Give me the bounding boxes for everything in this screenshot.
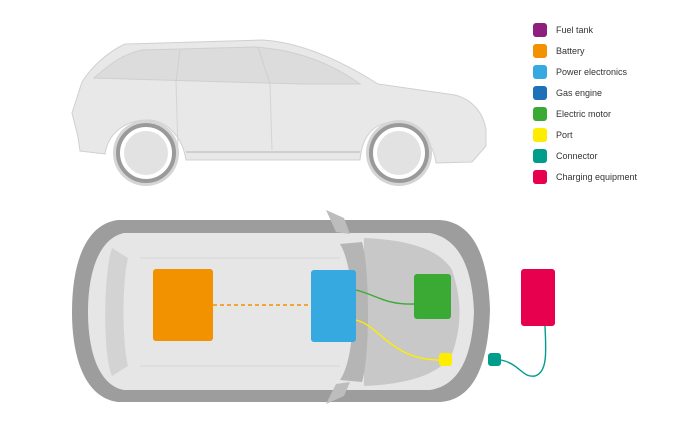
swatch-power-electronics [533, 64, 547, 79]
swatch-charging-equipment [533, 169, 547, 184]
connector-block [488, 353, 501, 366]
charging-equipment-block [521, 269, 555, 326]
legend-label: Fuel tank [556, 24, 594, 35]
car-side-windows [92, 46, 362, 85]
car-side-door-line [175, 81, 179, 151]
legend-label: Charging equipment [556, 171, 638, 182]
port-link [355, 319, 440, 361]
car-side-view [71, 39, 487, 186]
components [153, 269, 555, 366]
legend-label: Connector [556, 150, 598, 161]
battery-block [153, 269, 213, 341]
swatch-battery [533, 43, 547, 58]
car-side-front-hub [124, 131, 168, 175]
legend-item-port: Port [533, 124, 637, 145]
legend-item-electric-motor: Electric motor [533, 103, 637, 124]
car-top-mirror-upper [326, 210, 350, 234]
legend-item-connector: Connector [533, 145, 637, 166]
car-side-pillar [175, 49, 181, 83]
swatch-port [533, 127, 547, 142]
motor-link [355, 289, 415, 305]
legend-label: Port [556, 129, 573, 140]
car-top-rear-glass [105, 248, 128, 376]
connections [213, 289, 547, 377]
swatch-connector [533, 148, 547, 163]
legend-label: Electric motor [556, 108, 612, 119]
swatch-fuel-tank [533, 22, 547, 37]
legend-item-battery: Battery [533, 40, 637, 61]
car-top-mirror-lower [326, 382, 350, 404]
car-side-rear-hub [377, 131, 421, 175]
legend-label: Power electronics [556, 66, 628, 77]
swatch-gas-engine [533, 85, 547, 100]
legend-label: Gas engine [556, 87, 603, 98]
port-block [439, 353, 452, 366]
legend: Fuel tank Battery Power electronics Gas … [533, 19, 637, 187]
legend-label: Battery [556, 45, 585, 56]
electric-motor-block [414, 274, 451, 319]
charger-link [500, 325, 547, 377]
legend-item-power-electronics: Power electronics [533, 61, 637, 82]
car-side-pillar [257, 46, 271, 85]
legend-item-gas-engine: Gas engine [533, 82, 637, 103]
power-electronics-block [311, 270, 356, 342]
legend-item-charging-equipment: Charging equipment [533, 166, 637, 187]
swatch-electric-motor [533, 106, 547, 121]
legend-item-fuel-tank: Fuel tank [533, 19, 637, 40]
car-side-door-line [269, 83, 273, 151]
